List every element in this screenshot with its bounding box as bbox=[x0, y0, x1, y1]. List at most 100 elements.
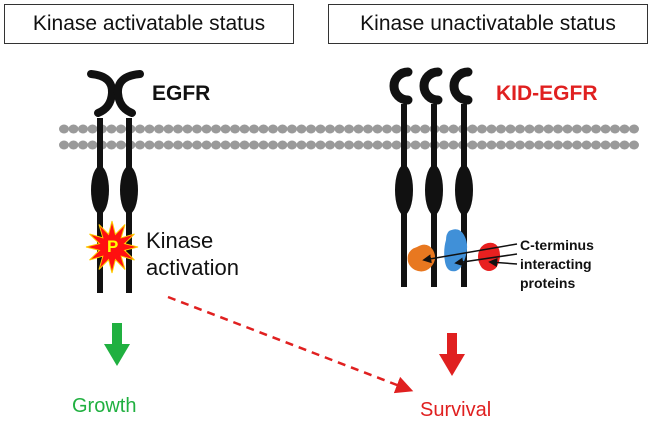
cterm-pointer-arrows bbox=[422, 243, 518, 268]
membrane-bead bbox=[372, 140, 383, 150]
membrane-bead bbox=[144, 124, 155, 134]
membrane-bead bbox=[382, 124, 392, 134]
membrane-bead bbox=[467, 140, 478, 150]
membrane-bead bbox=[258, 140, 269, 150]
cterm-label-line2: interacting bbox=[520, 256, 592, 272]
membrane-bead bbox=[353, 140, 364, 150]
membrane-bead bbox=[591, 124, 601, 134]
membrane-bead bbox=[391, 124, 402, 134]
membrane-bead bbox=[211, 124, 221, 134]
membrane-bead bbox=[173, 140, 183, 150]
kid-receptor bbox=[389, 67, 413, 287]
survival-arrow bbox=[439, 333, 465, 376]
membrane-bead bbox=[353, 124, 364, 134]
phosphorylation-burst bbox=[85, 220, 139, 274]
membrane-bead bbox=[154, 140, 164, 150]
phospho-label: P bbox=[107, 237, 119, 256]
membrane-bead bbox=[192, 140, 202, 150]
membrane-bead bbox=[173, 124, 183, 134]
membrane-bead bbox=[87, 124, 98, 134]
membrane-bead bbox=[572, 124, 582, 134]
membrane-bead bbox=[296, 140, 307, 150]
membrane-bead bbox=[182, 140, 193, 150]
membrane-bead bbox=[116, 124, 126, 134]
membrane-bead bbox=[448, 124, 459, 134]
membrane-bead bbox=[277, 140, 288, 150]
membrane-bead bbox=[163, 140, 174, 150]
membrane-bead bbox=[59, 124, 69, 134]
membrane-bead bbox=[68, 140, 79, 150]
membrane-bead bbox=[439, 140, 449, 150]
membrane-bead bbox=[591, 140, 601, 150]
membrane-bead bbox=[211, 140, 221, 150]
membrane-bead bbox=[629, 124, 639, 134]
membrane-bead bbox=[296, 124, 307, 134]
membrane-bead bbox=[163, 124, 174, 134]
membrane-bead bbox=[59, 140, 69, 150]
membrane-bead bbox=[344, 140, 354, 150]
membrane-bead bbox=[486, 140, 497, 150]
membrane-bead bbox=[448, 140, 459, 150]
membrane-bead bbox=[306, 140, 316, 150]
membrane-bead bbox=[106, 124, 117, 134]
membrane-bead bbox=[249, 124, 259, 134]
growth-arrow bbox=[104, 323, 130, 366]
membrane-bead bbox=[268, 140, 278, 150]
membrane-bead bbox=[610, 140, 620, 150]
membrane-bead bbox=[420, 140, 430, 150]
survival-label: Survival bbox=[420, 399, 492, 421]
membrane-bead bbox=[106, 140, 117, 150]
membrane-bead bbox=[154, 124, 164, 134]
membrane-bead bbox=[325, 124, 335, 134]
membrane-bead bbox=[543, 124, 554, 134]
membrane-bead bbox=[382, 140, 392, 150]
membrane-bead bbox=[277, 124, 288, 134]
membrane-bead bbox=[477, 140, 487, 150]
membrane-bead bbox=[334, 140, 345, 150]
kid-egfr-label: KID-EGFR bbox=[496, 82, 598, 105]
membrane-bead bbox=[486, 124, 497, 134]
membrane-bead bbox=[315, 124, 326, 134]
cterm-proteins-label: C-terminus interacting proteins bbox=[520, 236, 594, 293]
cell-membrane bbox=[59, 124, 639, 150]
membrane-bead bbox=[192, 124, 202, 134]
egfr-receptor bbox=[87, 70, 144, 293]
kinase-activation-label: Kinase activation bbox=[146, 227, 239, 281]
membrane-bead bbox=[258, 124, 269, 134]
membrane-bead bbox=[116, 140, 126, 150]
membrane-bead bbox=[600, 124, 611, 134]
membrane-bead bbox=[220, 124, 231, 134]
membrane-bead bbox=[562, 140, 573, 150]
membrane-bead bbox=[515, 140, 525, 150]
membrane-bead bbox=[524, 124, 535, 134]
membrane-bead bbox=[581, 124, 592, 134]
membrane-bead bbox=[230, 124, 240, 134]
membrane-bead bbox=[467, 124, 478, 134]
membrane-bead bbox=[306, 124, 316, 134]
membrane-bead bbox=[363, 124, 373, 134]
membrane-bead bbox=[268, 124, 278, 134]
membrane-bead bbox=[629, 140, 639, 150]
membrane-bead bbox=[87, 140, 98, 150]
membrane-bead bbox=[619, 140, 630, 150]
membrane-bead bbox=[496, 124, 506, 134]
membrane-bead bbox=[534, 140, 544, 150]
membrane-bead bbox=[410, 124, 421, 134]
membrane-bead bbox=[524, 140, 535, 150]
membrane-bead bbox=[572, 140, 582, 150]
membrane-bead bbox=[287, 124, 297, 134]
cterm-label-line3: proteins bbox=[520, 275, 576, 291]
growth-label: Growth bbox=[72, 395, 137, 417]
membrane-bead bbox=[515, 124, 525, 134]
title-left-text: Kinase activatable status bbox=[32, 12, 266, 35]
membrane-bead bbox=[553, 124, 563, 134]
title-kinase-unactivatable: Kinase unactivatable status bbox=[328, 4, 648, 44]
membrane-bead bbox=[505, 124, 516, 134]
cterm-proteins bbox=[407, 229, 500, 272]
membrane-bead bbox=[420, 124, 430, 134]
membrane-bead bbox=[249, 140, 259, 150]
cterm-label-line1: C-terminus bbox=[520, 237, 594, 253]
membrane-bead bbox=[581, 140, 592, 150]
membrane-bead bbox=[239, 140, 250, 150]
